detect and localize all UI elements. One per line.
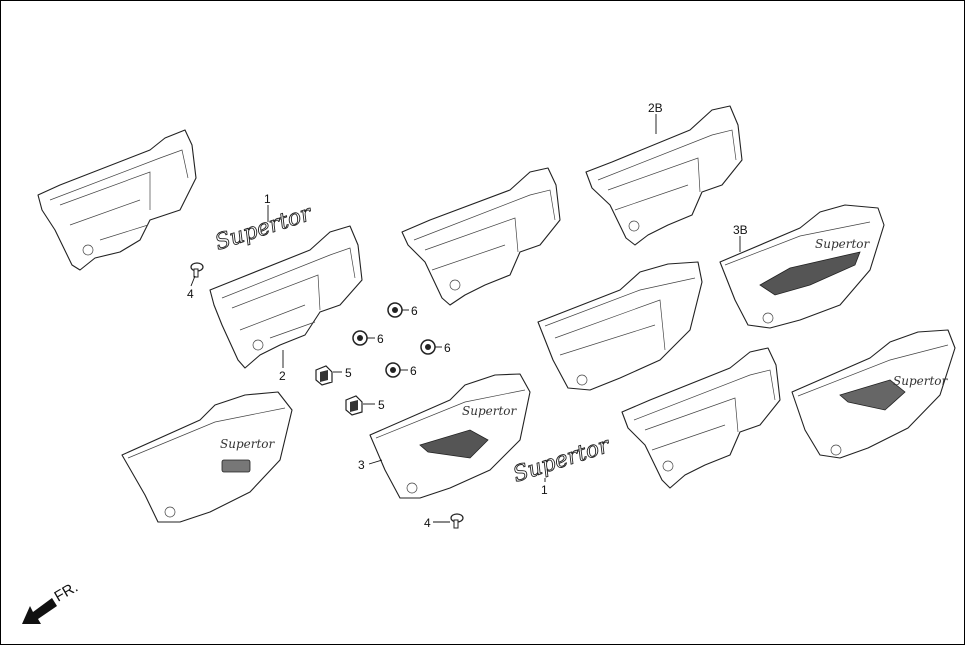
- side-cover-part-3: Supertor: [369, 373, 531, 499]
- label-4-left: 4: [187, 287, 194, 301]
- emblem-bottom-center: Supertor: [510, 432, 615, 488]
- front-direction-arrow-icon: [22, 598, 57, 624]
- label-3: 3: [358, 458, 365, 472]
- inner-cover-lower-right: [621, 347, 781, 489]
- grommet-6b: [352, 330, 368, 346]
- label-6d: 6: [410, 364, 417, 378]
- svg-text:Supertor: Supertor: [815, 237, 871, 251]
- label-6b: 6: [377, 332, 384, 346]
- label-5-lower: 5: [378, 398, 385, 412]
- label-2: 2: [279, 369, 286, 383]
- label-4-bottom: 4: [424, 516, 431, 530]
- clip-5a: [315, 365, 333, 386]
- svg-text:Supertor: Supertor: [462, 404, 518, 418]
- side-cover-far-right: Supertor: [791, 329, 956, 459]
- grommet-6a: [387, 302, 403, 318]
- inner-cover-center-top: [401, 167, 561, 306]
- emblem-top-left: Supertor: [212, 200, 317, 256]
- part-labels: 2B 3B 1 1 2 3 4 4 5 5 6 6 6 6: [187, 101, 748, 530]
- front-direction-label: FR.: [52, 579, 81, 606]
- leader-lines: [190, 114, 741, 523]
- svg-text:Supertor: Supertor: [893, 374, 949, 388]
- label-6c: 6: [444, 341, 451, 355]
- inner-cover-top-left: [37, 129, 197, 271]
- grommet-6c: [420, 339, 436, 355]
- label-1-top: 1: [264, 192, 271, 206]
- label-1-bottom: 1: [541, 483, 548, 497]
- svg-text:Supertor: Supertor: [212, 201, 316, 256]
- side-cover-bottom-left: Supertor: [121, 391, 293, 523]
- inner-cover-part-2B: [585, 105, 743, 246]
- grommet-6d: [385, 362, 401, 378]
- inner-cover-part-2: [209, 225, 363, 369]
- label-5-upper: 5: [345, 366, 352, 380]
- screw-4b: [450, 513, 464, 529]
- svg-text:Supertor: Supertor: [220, 437, 276, 451]
- clip-5b: [345, 395, 363, 416]
- side-cover-part-3B: Supertor: [719, 204, 885, 329]
- side-cover-center: [537, 261, 703, 391]
- svg-text:Supertor: Supertor: [510, 433, 614, 488]
- label-3B: 3B: [733, 223, 748, 237]
- label-2B: 2B: [648, 101, 663, 115]
- screw-4a: [190, 262, 204, 278]
- label-6a: 6: [411, 304, 418, 318]
